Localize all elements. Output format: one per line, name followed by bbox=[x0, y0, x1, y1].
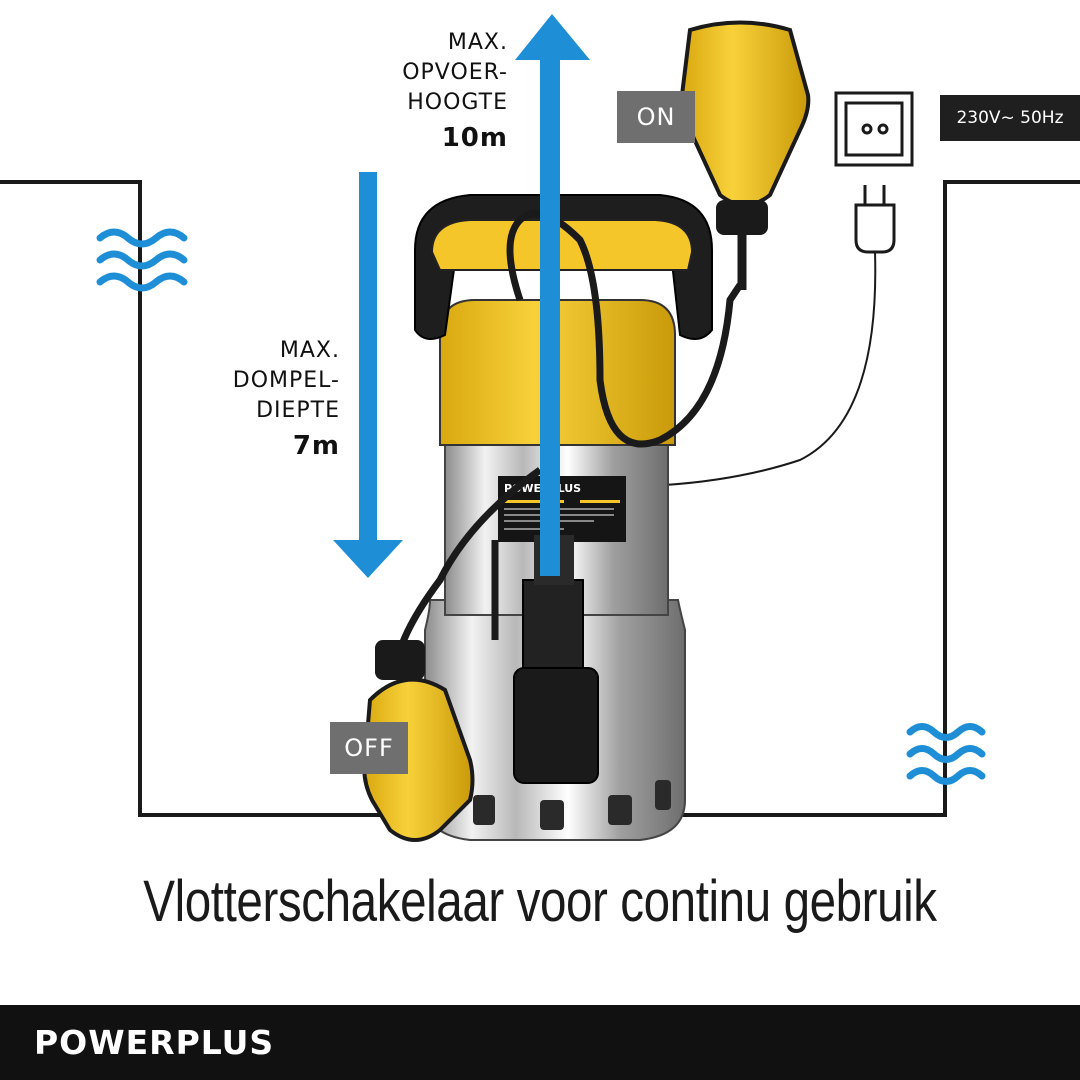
float-switch-off bbox=[362, 640, 475, 842]
float-cable-bottom bbox=[396, 467, 543, 652]
float-cable-top bbox=[506, 209, 743, 448]
float-switch-on bbox=[679, 20, 811, 290]
lift-height-line2: OPVOER- bbox=[402, 60, 508, 85]
float-off-tag: OFF bbox=[330, 722, 408, 774]
wall-socket-icon bbox=[834, 91, 914, 167]
water-waves-right-icon bbox=[906, 723, 986, 785]
lift-height-line3: HOOGTE bbox=[407, 90, 508, 115]
immersion-depth-value: 7m bbox=[292, 431, 340, 461]
voltage-badge: 230V~ 50Hz bbox=[940, 95, 1080, 141]
immersion-depth-label: MAX. DOMPEL- DIEPTE 7m bbox=[160, 336, 340, 466]
arrow-down-icon bbox=[333, 172, 403, 578]
arrow-up-icon bbox=[515, 14, 590, 576]
immersion-depth-line3: DIEPTE bbox=[256, 398, 340, 423]
lift-height-value: 10m bbox=[441, 123, 508, 153]
brand-logo: POWERPLUS bbox=[34, 1023, 275, 1062]
headline: Vlotterschakelaar voor continu gebruik bbox=[143, 869, 937, 934]
float-on-tag: ON bbox=[617, 91, 695, 143]
lift-height-label: MAX. OPVOER- HOOGTE 10m bbox=[330, 28, 508, 158]
lift-height-line1: MAX. bbox=[447, 30, 508, 55]
plug-icon bbox=[854, 185, 896, 254]
water-waves-left-icon bbox=[96, 228, 188, 292]
power-cable bbox=[664, 251, 877, 486]
immersion-depth-line2: DOMPEL- bbox=[232, 368, 340, 393]
footer-bar: POWERPLUS bbox=[0, 1005, 1080, 1080]
immersion-depth-line1: MAX. bbox=[279, 338, 340, 363]
